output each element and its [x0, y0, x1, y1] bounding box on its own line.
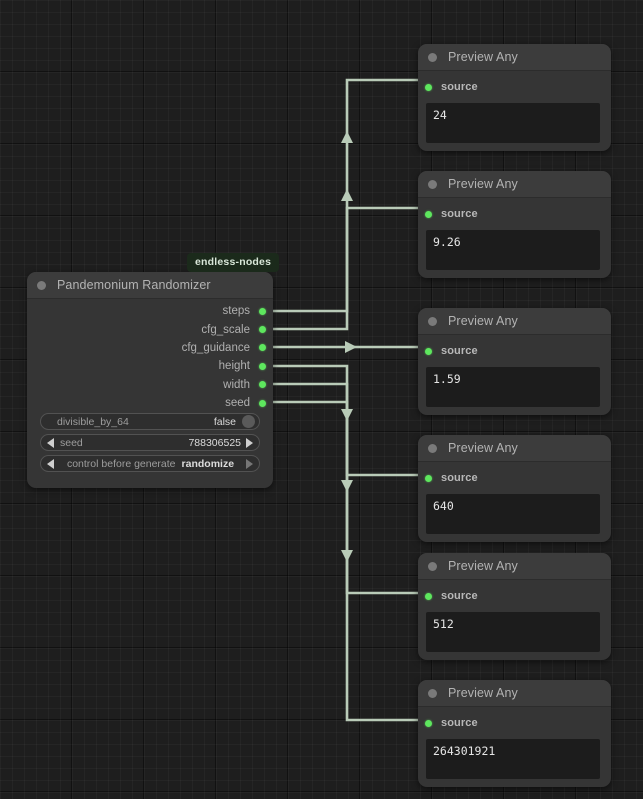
preview-text-output[interactable]: 264301921 — [426, 739, 600, 779]
preview-text-output[interactable]: 512 — [426, 612, 600, 652]
node-preview-any-2[interactable]: Preview Any source 9.26 — [418, 171, 611, 278]
port-dot-width-icon[interactable] — [259, 381, 266, 389]
node-badge-endless-nodes: endless-nodes — [187, 253, 280, 272]
collapse-dot-icon[interactable] — [428, 316, 437, 326]
widget-list: divisible_by_64 false seed 788306525 con… — [27, 413, 273, 476]
port-dot-source-icon[interactable] — [425, 347, 432, 355]
node-title-bar[interactable]: Pandemonium Randomizer — [27, 272, 273, 299]
node-title-text: Preview Any — [448, 559, 518, 573]
widget-seed-body[interactable]: seed 788306525 — [54, 437, 246, 449]
input-label-source: source — [441, 208, 478, 220]
input-label-source: source — [441, 472, 478, 484]
input-port-source[interactable]: source — [418, 341, 611, 361]
preview-text-output[interactable]: 24 — [426, 103, 600, 143]
node-preview-any-4[interactable]: Preview Any source 640 — [418, 435, 611, 542]
output-label-cfg-guidance: cfg_guidance — [181, 341, 250, 354]
input-port-source[interactable]: source — [418, 204, 611, 224]
port-dot-source-icon[interactable] — [425, 474, 432, 482]
node-title-bar[interactable]: Preview Any — [418, 171, 611, 198]
port-dot-source-icon[interactable] — [425, 210, 432, 218]
wire-direction-markers — [341, 131, 357, 562]
node-title-bar[interactable]: Preview Any — [418, 435, 611, 462]
port-dot-cfg-guidance-icon[interactable] — [259, 344, 266, 352]
node-preview-any-3[interactable]: Preview Any source 1.59 — [418, 308, 611, 415]
widget-value-divisible-by-64: false — [213, 415, 236, 428]
widget-control-before-generate[interactable]: control before generate randomize — [40, 455, 260, 472]
wire-seed — [266, 400, 424, 722]
output-label-width: width — [223, 378, 250, 391]
previous-option-arrow-icon[interactable] — [47, 458, 54, 469]
collapse-dot-icon[interactable] — [428, 52, 437, 62]
node-pandemonium-randomizer[interactable]: endless-nodes Pandemonium Randomizer ste… — [27, 253, 280, 488]
node-preview-any-5[interactable]: Preview Any source 512 — [418, 553, 611, 660]
wire-height — [266, 364, 424, 477]
input-label-source: source — [441, 345, 478, 357]
widget-value-control-before-generate: randomize — [181, 457, 235, 470]
output-label-steps: steps — [222, 305, 251, 318]
node-title-text: Preview Any — [448, 686, 518, 700]
input-label-source: source — [441, 81, 478, 93]
port-dot-source-icon[interactable] — [425, 719, 432, 727]
collapse-dot-icon[interactable] — [428, 561, 437, 571]
node-title-bar[interactable]: Preview Any — [418, 308, 611, 335]
widget-seed[interactable]: seed 788306525 — [40, 434, 260, 451]
output-port-width[interactable]: width — [27, 376, 273, 394]
wire-width — [266, 382, 424, 595]
widget-control-before-generate-body[interactable]: control before generate randomize — [54, 458, 246, 470]
wire-cfg-scale — [266, 206, 424, 331]
node-title-bar[interactable]: Preview Any — [418, 680, 611, 707]
output-port-cfg-scale[interactable]: cfg_scale — [27, 320, 273, 338]
toggle-control[interactable]: false — [214, 415, 257, 428]
widget-divisible-by-64[interactable]: divisible_by_64 false — [40, 413, 260, 430]
port-dot-cfg-scale-icon[interactable] — [259, 326, 266, 334]
port-dot-source-icon[interactable] — [425, 83, 432, 91]
collapse-dot-icon[interactable] — [37, 280, 46, 290]
output-label-height: height — [218, 360, 250, 373]
port-dot-steps-icon[interactable] — [259, 307, 266, 315]
preview-text-output[interactable]: 1.59 — [426, 367, 600, 407]
node-title-text: Preview Any — [448, 50, 518, 64]
decrement-arrow-icon[interactable] — [47, 437, 54, 448]
node-title-text: Pandemonium Randomizer — [57, 278, 211, 292]
output-label-cfg-scale: cfg_scale — [201, 323, 250, 336]
input-port-source[interactable]: source — [418, 468, 611, 488]
widget-value-seed: 788306525 — [188, 436, 241, 449]
output-label-seed: seed — [225, 397, 250, 410]
toggle-knob-icon[interactable] — [242, 415, 255, 428]
increment-arrow-icon[interactable] — [246, 437, 253, 448]
output-port-list: steps cfg_scale cfg_guidance height widt… — [27, 302, 273, 412]
node-title-text: Preview Any — [448, 314, 518, 328]
widget-label-seed: seed — [60, 436, 83, 449]
collapse-dot-icon[interactable] — [428, 443, 437, 453]
output-port-cfg-guidance[interactable]: cfg_guidance — [27, 339, 273, 357]
node-preview-any-6[interactable]: Preview Any source 264301921 — [418, 680, 611, 787]
input-label-source: source — [441, 590, 478, 602]
input-port-source[interactable]: source — [418, 77, 611, 97]
preview-text-output[interactable]: 9.26 — [426, 230, 600, 270]
output-port-seed[interactable]: seed — [27, 394, 273, 412]
collapse-dot-icon[interactable] — [428, 179, 437, 189]
input-label-source: source — [441, 717, 478, 729]
port-dot-source-icon[interactable] — [425, 592, 432, 600]
wire-steps — [266, 78, 424, 313]
output-port-steps[interactable]: steps — [27, 302, 273, 320]
node-title-bar[interactable]: Preview Any — [418, 553, 611, 580]
node-title-text: Preview Any — [448, 441, 518, 455]
node-title-text: Preview Any — [448, 177, 518, 191]
next-option-arrow-icon[interactable] — [246, 458, 253, 469]
node-title-bar[interactable]: Preview Any — [418, 44, 611, 71]
port-dot-height-icon[interactable] — [259, 362, 266, 370]
input-port-source[interactable]: source — [418, 586, 611, 606]
widget-label-divisible-by-64: divisible_by_64 — [57, 415, 129, 428]
preview-text-output[interactable]: 640 — [426, 494, 600, 534]
node-preview-any-1[interactable]: Preview Any source 24 — [418, 44, 611, 151]
port-dot-seed-icon[interactable] — [259, 399, 266, 407]
output-port-height[interactable]: height — [27, 357, 273, 375]
collapse-dot-icon[interactable] — [428, 688, 437, 698]
input-port-source[interactable]: source — [418, 713, 611, 733]
widget-label-control-before-generate: control before generate — [66, 457, 176, 470]
